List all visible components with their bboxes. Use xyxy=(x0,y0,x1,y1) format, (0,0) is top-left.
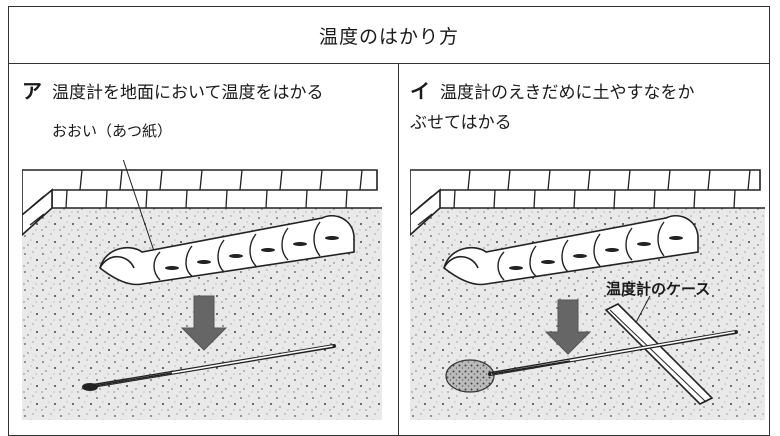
figure-title: 温度のはかり方 xyxy=(8,6,770,64)
panel-b-caption-line-2: ぶせてはかる xyxy=(410,113,512,133)
brick-wall xyxy=(410,169,765,237)
paper-cover-icon xyxy=(99,214,355,286)
panel-divider xyxy=(398,63,399,435)
cover-label: おおい（あつ紙） xyxy=(52,122,173,140)
thermometer-icon xyxy=(488,330,738,376)
down-arrow-icon xyxy=(544,299,592,355)
panel-a-caption: ア温度計を地面において温度をはかる xyxy=(22,76,394,108)
panel-b-illustration xyxy=(410,169,765,420)
case-label: 温度計のケース xyxy=(606,280,711,298)
paper-cover-icon xyxy=(443,214,699,286)
panel-b-caption-line-1: 温度計のえきだめに土やすなをか xyxy=(440,83,695,103)
brick-wall xyxy=(22,169,382,237)
panel-a-illustration xyxy=(22,160,382,420)
panel-a-letter: ア xyxy=(22,79,42,103)
panel-a-caption-line-1: 温度計を地面において温度をはかる xyxy=(52,83,324,103)
thermometer-icon xyxy=(82,344,336,391)
soil-mound-icon xyxy=(445,359,495,393)
panel-b-letter: イ xyxy=(410,79,430,103)
panel-b-caption: イ温度計のえきだめに土やすなをか ぶせてはかる xyxy=(410,76,770,138)
thermometer-case-icon xyxy=(604,303,714,405)
label-leader xyxy=(122,160,158,261)
down-arrow-icon xyxy=(180,295,228,351)
